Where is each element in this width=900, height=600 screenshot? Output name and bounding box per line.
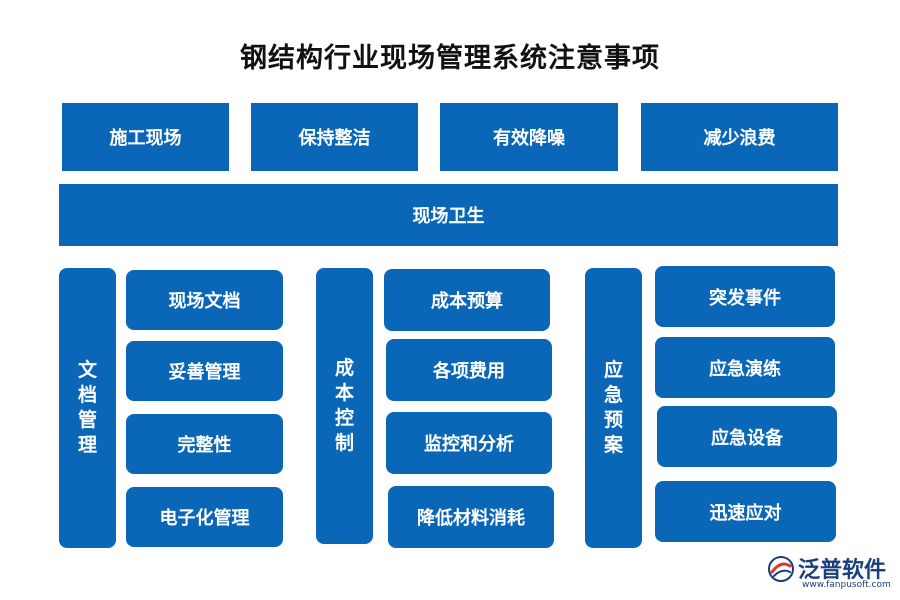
item-emergency-drill: 应急演练 xyxy=(655,337,835,398)
group-label-char: 急 xyxy=(603,384,623,406)
item-emergencies: 突发事件 xyxy=(655,266,835,327)
item-label: 迅速应对 xyxy=(709,502,782,524)
item-cost-budget: 成本预算 xyxy=(384,269,550,331)
item-label: 各项费用 xyxy=(433,361,505,382)
group-label-char: 管 xyxy=(77,409,97,431)
item-label: 妥善管理 xyxy=(168,362,241,383)
item-monitoring-analysis: 监控和分析 xyxy=(386,412,552,474)
banner-label: 现场卫生 xyxy=(412,206,485,227)
item-proper-management: 妥善管理 xyxy=(126,341,283,401)
top-box-label: 保持整洁 xyxy=(298,128,371,149)
item-reduce-material-consumption: 降低材料消耗 xyxy=(388,486,554,548)
banner-site-hygiene: 现场卫生 xyxy=(59,184,838,246)
item-label: 成本预算 xyxy=(431,291,503,312)
group-label-emergency-plan: 应 急 预 案 xyxy=(585,268,642,548)
item-digital-management: 电子化管理 xyxy=(126,487,283,547)
group-label-char: 预 xyxy=(603,409,623,431)
item-label: 应急演练 xyxy=(709,358,781,380)
group-label-char: 档 xyxy=(77,384,97,406)
item-label: 现场文档 xyxy=(168,291,241,312)
item-completeness: 完整性 xyxy=(126,414,283,474)
top-box-noise-reduction: 有效降噪 xyxy=(440,103,618,171)
item-label: 电子化管理 xyxy=(159,508,250,529)
item-rapid-response: 迅速应对 xyxy=(655,481,836,542)
item-emergency-equipment: 应急设备 xyxy=(657,406,837,467)
group-label-cost-control: 成 本 控 制 xyxy=(316,268,373,544)
top-box-construction-site: 施工现场 xyxy=(62,103,229,171)
item-label: 完整性 xyxy=(177,435,232,456)
group-label-char: 文 xyxy=(77,359,97,381)
item-label: 突发事件 xyxy=(709,287,781,309)
page-title: 钢结构行业现场管理系统注意事项 xyxy=(240,43,660,74)
group-label-char: 应 xyxy=(603,359,623,381)
item-label: 应急设备 xyxy=(711,427,783,449)
item-label: 降低材料消耗 xyxy=(417,508,525,529)
brand-url: www.fanpusoft.com xyxy=(802,580,891,590)
top-box-keep-clean: 保持整洁 xyxy=(251,103,418,171)
top-box-label: 减少浪费 xyxy=(703,128,776,149)
group-label-document-management: 文 档 管 理 xyxy=(59,268,116,548)
top-box-reduce-waste: 减少浪费 xyxy=(641,103,838,171)
group-label-char: 理 xyxy=(77,434,97,456)
item-label: 监控和分析 xyxy=(424,434,514,455)
brand-swoosh-icon xyxy=(768,556,794,582)
item-various-expenses: 各项费用 xyxy=(386,339,552,401)
top-box-label: 施工现场 xyxy=(109,128,182,149)
group-label-char: 本 xyxy=(334,382,354,404)
group-label-char: 案 xyxy=(603,434,623,456)
group-label-char: 成 xyxy=(334,357,354,379)
group-label-char: 制 xyxy=(334,432,354,454)
top-box-label: 有效降噪 xyxy=(493,128,565,149)
brand-logo: 泛普软件 www.fanpusoft.com xyxy=(766,552,896,592)
item-site-documents: 现场文档 xyxy=(126,270,283,330)
brand-name: 泛普软件 xyxy=(798,558,887,583)
group-label-char: 控 xyxy=(334,407,354,429)
